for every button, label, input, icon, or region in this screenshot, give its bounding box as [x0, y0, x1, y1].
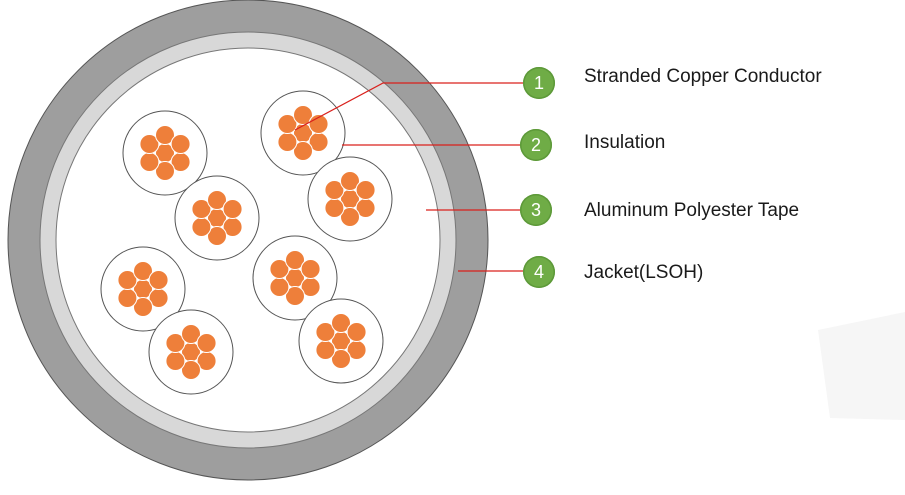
copper-strand — [277, 132, 298, 152]
copper-strand — [191, 217, 212, 237]
copper-strand — [133, 297, 153, 317]
conductor — [122, 110, 208, 196]
copper-strand — [285, 286, 305, 306]
copper-strand — [355, 180, 376, 200]
copper-strand — [331, 313, 351, 333]
copper-strand — [315, 340, 336, 360]
legend-label-1: Stranded Copper Conductor — [584, 66, 822, 87]
copper-strand — [324, 198, 345, 218]
copper-strand — [155, 125, 175, 145]
copper-strand — [117, 270, 138, 290]
copper-strand — [191, 199, 212, 219]
copper-strand — [139, 134, 160, 154]
copper-strand — [117, 288, 138, 308]
copper-strand — [222, 199, 243, 219]
copper-strand — [196, 333, 217, 353]
copper-strand — [181, 360, 201, 380]
copper-strand — [155, 161, 175, 181]
copper-strand — [207, 190, 227, 210]
legend-badge-1: 1 — [523, 67, 555, 99]
copper-strand — [181, 324, 201, 344]
copper-strand — [300, 259, 321, 279]
legend-label-2: Insulation — [584, 132, 666, 153]
copper-strand — [315, 322, 336, 342]
conductor — [174, 175, 260, 261]
legend-badge-4: 4 — [523, 256, 555, 288]
copper-strand — [139, 152, 160, 172]
leader-line-1 — [294, 82, 540, 131]
copper-strand — [293, 141, 313, 161]
copper-strand — [269, 259, 290, 279]
copper-strand — [165, 351, 186, 371]
conductor — [298, 298, 384, 384]
copper-strand — [308, 114, 329, 134]
legend-label-3: Aluminum Polyester Tape — [584, 200, 800, 221]
legend-badge-3: 3 — [520, 194, 552, 226]
copper-strand — [340, 207, 360, 227]
conductor — [148, 309, 234, 395]
legend-label-4: Jacket(LSOH) — [584, 262, 704, 283]
conductor — [252, 235, 338, 321]
copper-strand — [207, 226, 227, 246]
copper-strand — [285, 250, 305, 270]
copper-strand — [340, 171, 360, 191]
conductor-group — [100, 90, 393, 395]
copper-strand — [346, 322, 367, 342]
copper-strand — [269, 277, 290, 297]
copper-strand — [324, 180, 345, 200]
legend-badge-2: 2 — [520, 129, 552, 161]
copper-strand — [331, 349, 351, 369]
copper-strand — [133, 261, 153, 281]
copper-strand — [170, 134, 191, 154]
background-shape — [818, 312, 905, 420]
copper-strand — [148, 270, 169, 290]
conductor — [307, 156, 393, 242]
copper-strand — [165, 333, 186, 353]
copper-strand — [293, 105, 313, 125]
conductor — [100, 246, 186, 332]
copper-strand — [277, 114, 298, 134]
